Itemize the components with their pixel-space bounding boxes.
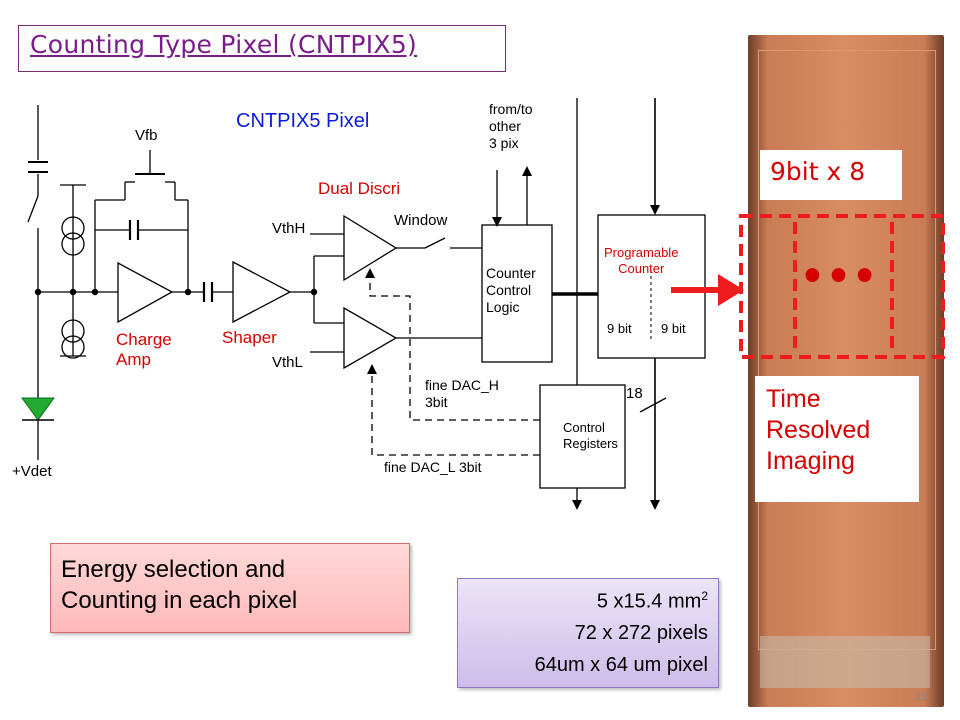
energy-callout-text: Energy selection and Counting in each pi…: [61, 556, 298, 615]
counter-control-label: Counter Control Logic: [486, 265, 536, 315]
control-registers-label: Control Registers: [563, 420, 618, 451]
vdet-label: +Vdet: [12, 463, 52, 480]
from-to-label: from/to other 3 pix: [489, 101, 533, 151]
page-number: 28: [915, 691, 928, 703]
title-frame: [18, 25, 506, 72]
bit-left-label: 9 bit: [607, 321, 632, 336]
time-resolved-box: [755, 376, 919, 502]
charge-amp-label: Charge Amp: [116, 330, 172, 369]
spec-area: 5 x15.4 mm2: [596, 589, 708, 613]
spec-callout: 5 x15.4 mm2 72 x 272 pixels 64um x 64 um…: [457, 578, 719, 688]
vthl-label: VthL: [272, 354, 303, 371]
bus-width-label: 18: [626, 385, 643, 402]
chip-photo: [748, 35, 944, 707]
diagram-heading: CNTPIX5 Pixel: [236, 110, 370, 132]
time-resolved-label: Time Resolved Imaging: [766, 385, 871, 475]
spec-pixels: 72 x 272 pixels: [574, 622, 708, 644]
red-arrow-icon: [718, 274, 744, 306]
bits-label: 9bit x 8: [770, 157, 866, 186]
slide-title: Counting Type Pixel (CNTPIX5): [30, 30, 418, 59]
window-label: Window: [394, 212, 448, 229]
vthh-label: VthH: [272, 220, 306, 237]
vfb-label: Vfb: [135, 127, 158, 144]
pixel-selection-frame: [739, 214, 945, 359]
spec-pitch: 64um x 64 um pixel: [534, 654, 708, 676]
shaper-label: Shaper: [222, 328, 277, 347]
chip-periphery: [760, 636, 930, 688]
dots-ellipsis: • • •: [804, 249, 873, 302]
dual-discri-label: Dual Discri: [318, 179, 401, 198]
fine-dac-l-label: fine DAC_L 3bit: [384, 459, 482, 475]
energy-callout: Energy selection and Counting in each pi…: [50, 543, 410, 633]
bit-right-label: 9 bit: [661, 321, 686, 336]
programmable-counter-label: Programable Counter: [604, 245, 679, 276]
bits-label-box: [760, 150, 902, 200]
fine-dac-h-label: fine DAC_H 3bit: [425, 377, 499, 410]
